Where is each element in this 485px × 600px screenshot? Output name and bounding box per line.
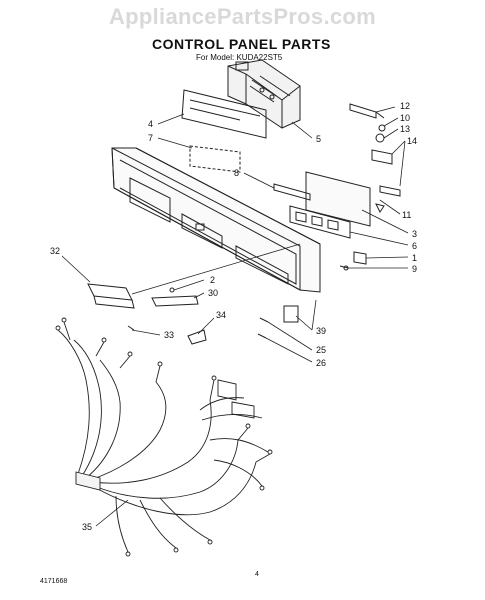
callout-8: 8 <box>234 168 239 178</box>
latch-parts <box>349 103 401 213</box>
callout-labels: 12 10 13 14 5 4 7 8 11 3 6 1 9 32 2 30 3… <box>50 101 417 532</box>
watermark: AppliancePartsPros.com <box>108 4 377 29</box>
callout-39: 39 <box>316 326 326 336</box>
lower-brackets <box>87 283 207 345</box>
hinge-parts <box>257 305 299 339</box>
callout-4: 4 <box>148 119 153 129</box>
page-number: 4 <box>255 571 259 578</box>
switch-bracket <box>273 171 371 239</box>
document-code: 4171668 <box>40 578 68 585</box>
control-module <box>227 59 301 129</box>
callout-3: 3 <box>412 229 417 239</box>
diagram-title: CONTROL PANEL PARTS <box>152 36 331 52</box>
callout-5: 5 <box>316 134 321 144</box>
model-subtitle: For Model: KUDA22ST5 <box>196 53 283 62</box>
circuit-board <box>189 145 241 173</box>
callout-26: 26 <box>316 358 326 368</box>
wire-harness <box>55 317 273 557</box>
leader-lines <box>61 106 409 527</box>
callout-13: 13 <box>400 124 410 134</box>
callout-2: 2 <box>210 275 215 285</box>
control-panel <box>111 147 321 293</box>
callout-33: 33 <box>164 330 174 340</box>
callout-11: 11 <box>402 210 411 220</box>
callout-34: 34 <box>216 310 226 320</box>
callout-12: 12 <box>400 101 410 111</box>
callout-14: 14 <box>407 136 417 146</box>
callout-25: 25 <box>316 345 326 355</box>
callout-35: 35 <box>82 522 92 532</box>
callout-6: 6 <box>412 241 417 251</box>
callout-30: 30 <box>208 288 218 298</box>
callout-7: 7 <box>148 133 153 143</box>
small-clips <box>339 251 367 271</box>
overlay-panel <box>181 89 267 139</box>
callout-32: 32 <box>50 246 60 256</box>
callout-9: 9 <box>412 264 417 274</box>
callout-1: 1 <box>412 253 417 263</box>
callout-10: 10 <box>400 113 410 123</box>
